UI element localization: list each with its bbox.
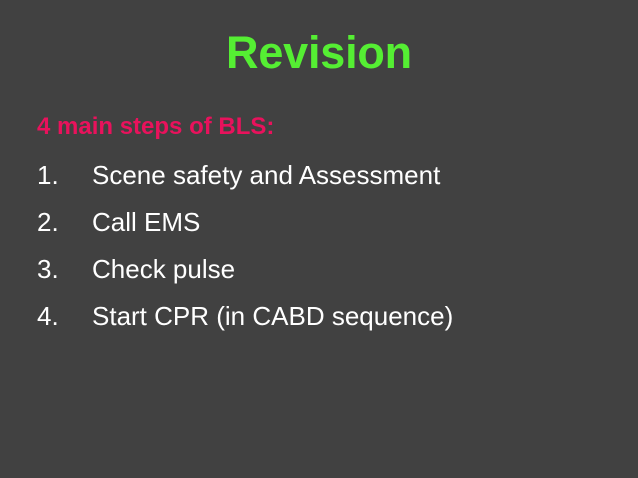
list-item-number: 4. [37, 301, 59, 331]
list-item-label: Start CPR (in CABD sequence) [92, 301, 454, 331]
list-item-label: Scene safety and Assessment [92, 160, 441, 190]
list-item-number: 2. [37, 207, 59, 237]
list-item: 2. Call EMS [0, 199, 638, 246]
list-item-label: Check pulse [92, 254, 236, 284]
page-title: Revision [226, 27, 412, 78]
list-item: 1. Scene safety and Assessment [0, 152, 638, 199]
list-item: 3. Check pulse [0, 246, 638, 293]
steps-list: 1. Scene safety and Assessment 2. Call E… [0, 152, 638, 340]
list-item-number: 1. [37, 160, 59, 190]
slide-subtitle: 4 main steps of BLS: [37, 113, 275, 140]
list-item: 4. Start CPR (in CABD sequence) [0, 293, 638, 340]
list-item-label: Call EMS [92, 207, 201, 237]
list-item-number: 3. [37, 254, 59, 284]
